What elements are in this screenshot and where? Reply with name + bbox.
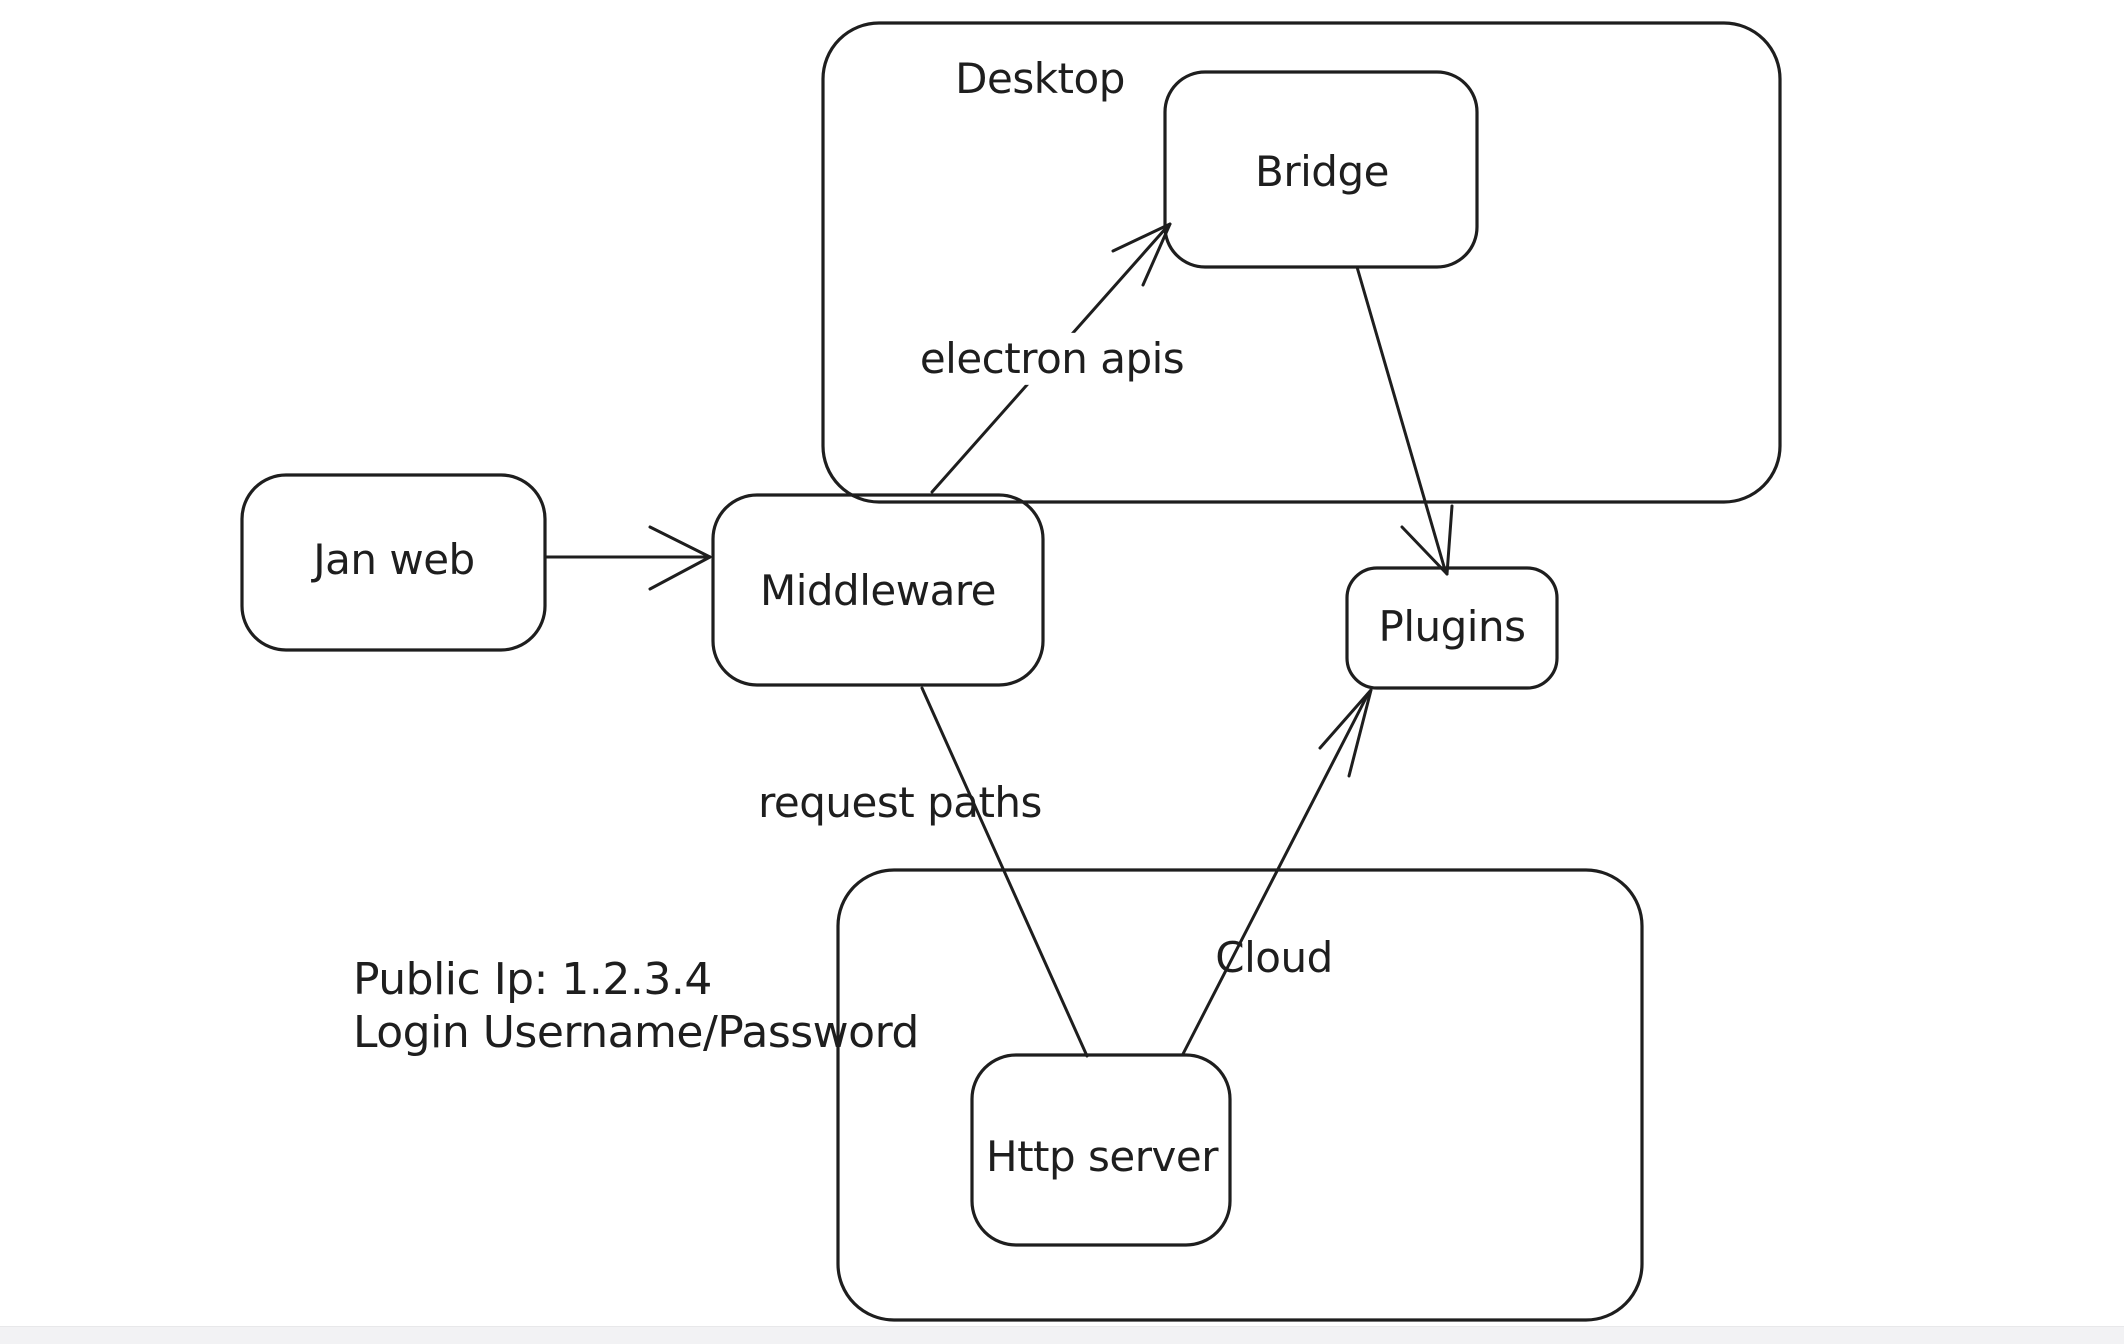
edge-janweb-to-middleware[interactable] bbox=[543, 525, 712, 591]
edge-bridge-to-plugins[interactable] bbox=[1355, 265, 1454, 576]
desktop-container-box[interactable] bbox=[821, 21, 1782, 504]
jan-web-label[interactable]: Jan web bbox=[313, 534, 475, 584]
login-credentials-note[interactable]: Login Username/Password bbox=[353, 1007, 919, 1058]
jan-web-box[interactable] bbox=[240, 473, 547, 652]
edge-middleware-to-httpserver[interactable] bbox=[920, 686, 1089, 1058]
request-paths-edge-label[interactable]: request paths bbox=[758, 777, 1042, 827]
http-server-box[interactable] bbox=[970, 1053, 1232, 1247]
canvas-bottom-edge bbox=[0, 1326, 2124, 1344]
http-server-label[interactable]: Http server bbox=[986, 1131, 1218, 1181]
cloud-container-box[interactable] bbox=[836, 868, 1644, 1322]
bridge-box[interactable] bbox=[1163, 70, 1479, 269]
middleware-label[interactable]: Middleware bbox=[759, 565, 997, 615]
electron-apis-edge-label[interactable]: electron apis bbox=[911, 332, 1193, 386]
desktop-container-label[interactable]: Desktop bbox=[955, 53, 1125, 103]
cloud-container-label[interactable]: Cloud bbox=[1215, 932, 1333, 982]
edge-httpserver-to-plugins[interactable] bbox=[1181, 688, 1373, 1056]
plugins-label[interactable]: Plugins bbox=[1378, 601, 1526, 651]
middleware-box[interactable] bbox=[711, 493, 1045, 687]
public-ip-note[interactable]: Public Ip: 1.2.3.4 bbox=[353, 954, 712, 1005]
plugins-box[interactable] bbox=[1345, 566, 1559, 690]
bridge-label[interactable]: Bridge bbox=[1255, 146, 1389, 196]
